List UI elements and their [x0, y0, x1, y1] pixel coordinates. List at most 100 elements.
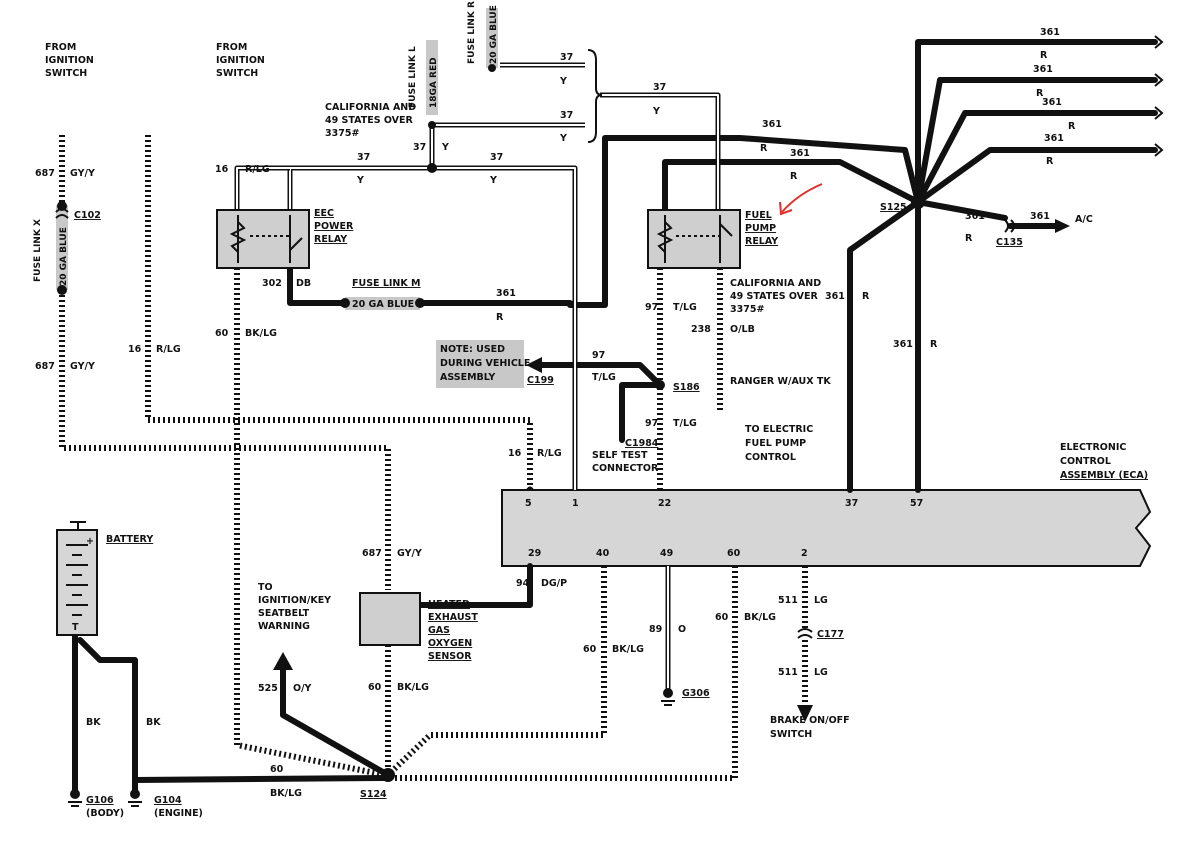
connector-symbols	[55, 208, 1015, 639]
electric-fp-l1: TO ELECTRIC	[745, 424, 813, 435]
w97-b-num: 97	[592, 350, 605, 361]
splice-37-dot	[427, 163, 437, 173]
california-1-l2: 49 STATES OVER	[325, 115, 414, 126]
fuse-link-m-gauge: 20 GA BLUE	[352, 299, 414, 310]
note-used-l3: ASSEMBLY	[440, 372, 495, 383]
from-ign-2-l2: IGNITION	[216, 55, 265, 66]
ecm-pin-29: 29	[528, 548, 541, 559]
ecm-pin-49: 49	[660, 548, 673, 559]
splice-s124: S124	[360, 789, 387, 800]
w97-a-num: 97	[645, 302, 658, 313]
w37-d-num: 37	[560, 110, 573, 121]
fp-relay-l3: RELAY	[745, 236, 778, 247]
wire-fuse-link-m	[287, 265, 573, 310]
w361-fp2-color: R	[790, 171, 798, 182]
wire-361-harness	[567, 39, 1158, 493]
w37-d-color: Y	[559, 133, 567, 144]
fuse-link-m-left-dot	[340, 298, 350, 308]
fuel-pump-relay	[647, 209, 741, 269]
ego-l4: OXYGEN	[428, 638, 472, 649]
wire-16-path	[145, 135, 533, 490]
w60-ecm60-num: 60	[715, 612, 729, 623]
splice-s186-dot	[655, 380, 665, 390]
eec-power-relay	[216, 209, 310, 269]
w37-f-num: 37	[653, 82, 666, 93]
fuse-link-x-end-dot	[57, 285, 67, 295]
note-box	[436, 340, 524, 388]
brake-l1: BRAKE ON/OFF	[770, 715, 850, 726]
wire-60-bottom	[132, 775, 391, 793]
from-ign-2-l3: SWITCH	[216, 68, 258, 79]
ign-key-l4: WARNING	[258, 621, 310, 632]
w361-main-num: 361	[496, 288, 516, 299]
w89-color: O	[678, 624, 686, 635]
w525-color: O/Y	[293, 683, 312, 694]
w37-f-color: Y	[652, 106, 660, 117]
w60-ego-num: 60	[368, 682, 382, 693]
w89-num: 89	[649, 624, 662, 635]
w16-ecm-num: 16	[508, 448, 522, 459]
ground-symbols	[68, 688, 675, 807]
connector-c199: C199	[527, 375, 554, 386]
w37-b-color: Y	[441, 142, 449, 153]
w97-c-color: T/LG	[673, 418, 697, 429]
w97-a-color: T/LG	[673, 302, 697, 313]
w511-a-num: 511	[778, 595, 798, 606]
w361-fp2-num: 361	[790, 148, 810, 159]
electric-fp-l2: FUEL PUMP	[745, 438, 806, 449]
connector-c135: C135	[996, 237, 1023, 248]
w97-c-num: 97	[645, 418, 658, 429]
fuse-link-l-gauge: 18GA RED	[429, 57, 439, 108]
w361-r1-num: 361	[1040, 27, 1060, 38]
ego-l2: EXHAUST	[428, 612, 478, 623]
connector-c177: C177	[817, 629, 844, 640]
fuse-link-x-box	[56, 205, 68, 290]
wire-60-ecm40	[385, 566, 607, 778]
w511-b-num: 511	[778, 667, 798, 678]
electric-fp-l3: CONTROL	[745, 452, 796, 463]
ecm-pin-60: 60	[727, 548, 741, 559]
w361-fp1-num: 361	[762, 119, 782, 130]
ecm-pin-40: 40	[596, 548, 610, 559]
wire-60-ecm60	[388, 566, 738, 781]
fp-relay-l2: PUMP	[745, 223, 776, 234]
splice-s125: S125	[880, 202, 907, 213]
w687-top-num: 687	[35, 168, 55, 179]
w361-r4-num: 361	[1044, 133, 1064, 144]
ecm-l1: ELECTRONIC	[1060, 442, 1126, 453]
w361-r3-color: R	[1068, 121, 1076, 132]
eec-relay-l3: RELAY	[314, 234, 347, 245]
ecm-pin-1: 1	[572, 498, 579, 509]
ecm-module	[501, 489, 1152, 567]
ign-key-l3: SEATBELT	[258, 608, 310, 619]
arrows	[273, 219, 1070, 722]
splice-s124-dot	[381, 768, 395, 782]
w37-e-color: Y	[559, 76, 567, 87]
note-used-l1: NOTE: USED	[440, 344, 505, 355]
california-2-l1: CALIFORNIA AND	[730, 278, 821, 289]
w361-fp1-color: R	[760, 143, 768, 154]
w525-num: 525	[258, 683, 278, 694]
w-bk2-color: BK	[146, 717, 161, 728]
fuse-link-m-name: FUSE LINK M	[352, 278, 421, 289]
w-bk1-color: BK	[86, 717, 101, 728]
ego-l3: GAS	[428, 625, 450, 636]
eec-relay-l2: POWER	[314, 221, 354, 232]
ign-key-l2: IGNITION/KEY	[258, 595, 331, 606]
fuse-link-m-box	[345, 297, 420, 310]
ecm-pin-57: 57	[910, 498, 923, 509]
ego-sensor-box	[359, 592, 421, 646]
battery-neg: T	[72, 622, 79, 633]
w16-top-color: R/LG	[245, 164, 270, 175]
wire-525	[280, 667, 391, 778]
self-test-l1: SELF TEST	[592, 450, 648, 461]
fuse-link-l-box	[426, 40, 438, 115]
fuse-link-x-name: FUSE LINK X	[33, 219, 43, 282]
w60-relay-color: BK/LG	[245, 328, 277, 339]
ego-l5: SENSOR	[428, 651, 472, 662]
eec-relay-l1: EEC	[314, 208, 334, 219]
w361-r1-color: R	[1040, 50, 1048, 61]
w361-ecm57-color: R	[930, 339, 938, 350]
